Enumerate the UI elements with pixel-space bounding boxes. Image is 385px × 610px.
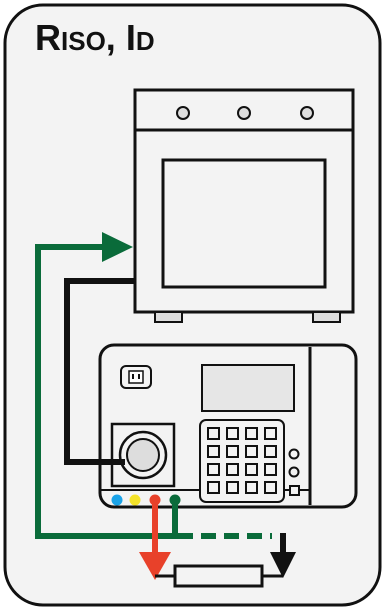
test-connector [110,422,176,488]
keypad-key [226,481,239,494]
instrument-keypad [199,419,285,503]
terminal-blue [111,494,123,506]
instrument-side-button [289,485,300,496]
instrument-display [201,364,295,412]
green-arrow-icon [102,232,133,262]
keypad-key [264,481,277,494]
test-instrument [98,343,358,509]
terminal-yellow [129,494,141,506]
keypad-key [207,463,220,476]
keypad-key [245,463,258,476]
appliance-knob [300,106,314,120]
appliance-knob [176,106,190,120]
appliance-door-window [161,158,327,289]
keypad-key [226,463,239,476]
keypad-key [226,427,239,440]
title-separator: , [105,17,126,58]
power-socket-icon [120,365,152,389]
resistor-icon [155,564,283,588]
keypad-key [207,445,220,458]
keypad-key [264,427,277,440]
keypad-key [245,427,258,440]
down-arrow [270,533,296,578]
appliance-under-test [133,88,355,323]
keypad-key [226,445,239,458]
instrument-side-button [288,466,300,478]
keypad-key [264,445,277,458]
keypad-key [264,463,277,476]
title-main-letter: R [35,17,61,58]
keypad-key [245,445,258,458]
down-arrow-icon [270,552,296,578]
green-lead [35,232,272,539]
appliance-foot [154,311,183,323]
red-arrow-icon [139,552,171,580]
appliance-foot [312,311,341,323]
title-second-subscript: D [135,26,155,56]
diagram-title: RISO, ID [35,20,155,56]
keypad-key [245,481,258,494]
instrument-side-button [288,448,300,460]
red-lead [139,500,171,580]
title-main-subscript: ISO [61,26,106,56]
black-lead [64,278,136,465]
appliance-knob [237,106,251,120]
keypad-key [207,427,220,440]
keypad-key [207,481,220,494]
title-second-letter: I [125,17,136,58]
